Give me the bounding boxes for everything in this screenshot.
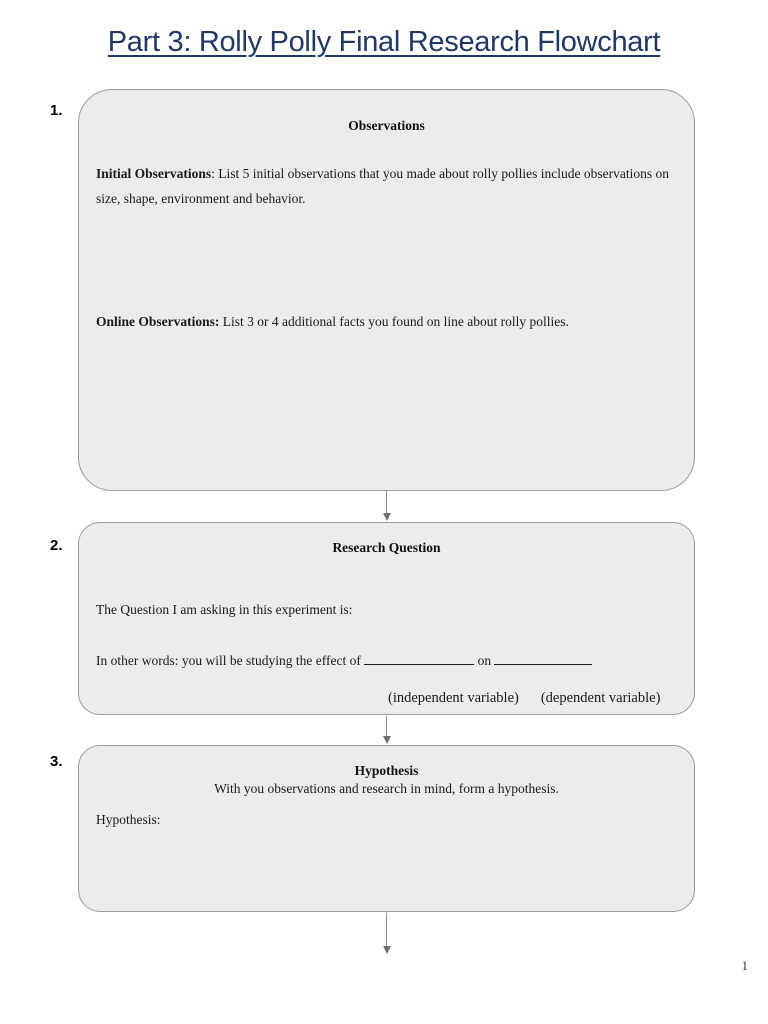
arrow-head-icon	[383, 946, 391, 954]
page-title: Part 3: Rolly Polly Final Research Flowc…	[107, 26, 661, 58]
step-number-1: 1.	[50, 102, 63, 119]
blank-independent-variable[interactable]	[364, 663, 475, 665]
label-online-observations: Online Observations:	[96, 313, 220, 329]
paragraph-online-observations: Online Observations: List 3 or 4 additio…	[79, 310, 694, 335]
arrow-shaft	[386, 716, 387, 737]
arrow-hypothesis-to-next	[383, 913, 391, 956]
label-dependent-variable: (dependent variable)	[540, 689, 661, 706]
blank-dependent-variable[interactable]	[494, 663, 593, 665]
box-subheading-hypothesis: With you observations and research in mi…	[214, 781, 559, 796]
arrow-shaft	[386, 913, 387, 947]
box-heading-research-question: Research Question	[332, 540, 441, 555]
paragraph-initial-observations: Initial Observations: List 5 initial obs…	[79, 162, 694, 212]
arrow-observations-to-question	[383, 491, 391, 522]
paragraph-question-prompt: The Question I am asking in this experim…	[96, 602, 353, 617]
step-number-2: 2.	[50, 537, 63, 554]
box-heading-observations: Observations	[348, 118, 425, 133]
page-number: 1	[741, 958, 749, 973]
box-heading-hypothesis: Hypothesis	[354, 763, 419, 778]
variable-labels-row: (independent variable) (dependent variabl…	[96, 672, 676, 724]
flowchart-box-observations: Observations Initial Observations: List …	[78, 89, 695, 491]
text-initial-observations: List 5 initial observations that you mad…	[96, 166, 669, 206]
text-other-words-middle: on	[474, 652, 495, 668]
label-initial-observations: Initial Observations	[96, 166, 212, 181]
text-online-observations: List 3 or 4 additional facts you found o…	[219, 313, 569, 329]
arrow-question-to-hypothesis	[383, 716, 391, 745]
text-other-words-prefix: In other words: you will be studying the…	[96, 652, 365, 668]
flowchart-box-hypothesis: Hypothesis With you observations and res…	[78, 745, 695, 912]
arrow-head-icon	[383, 513, 391, 521]
flowchart-box-research-question: Research Question The Question I am aski…	[78, 522, 695, 715]
paragraph-in-other-words: In other words: you will be studying the…	[79, 652, 694, 725]
label-initial-observations-suffix: :	[211, 166, 215, 181]
label-independent-variable: (independent variable)	[388, 689, 519, 706]
step-number-3: 3.	[50, 753, 63, 770]
arrow-head-icon	[383, 736, 391, 744]
arrow-shaft	[386, 491, 387, 514]
paragraph-hypothesis-field: Hypothesis:	[96, 812, 161, 827]
